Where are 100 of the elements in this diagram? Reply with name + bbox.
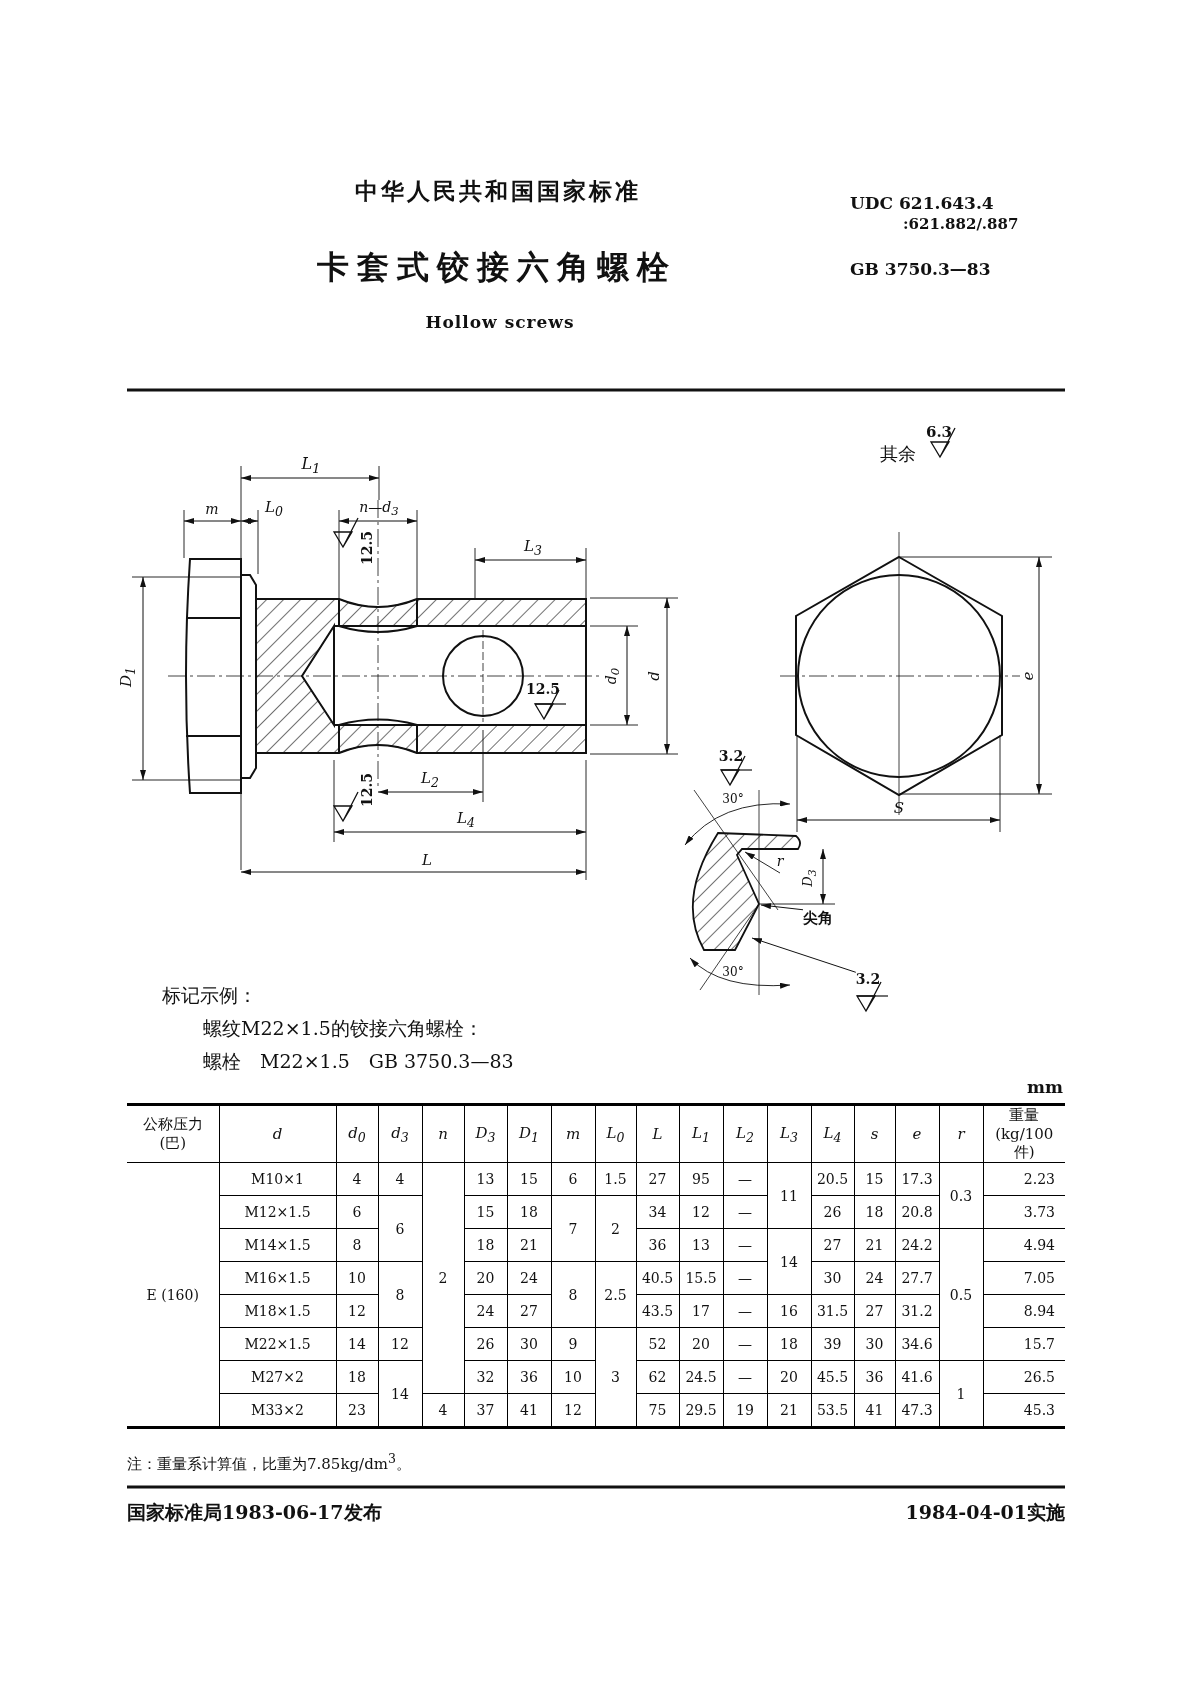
leader-line — [760, 903, 804, 911]
header-cell: 公称压力 (巴) — [127, 1104, 219, 1163]
effective-date: 1984-04-01实施 — [905, 1501, 1065, 1523]
table-cell: 24.5 — [679, 1360, 723, 1394]
table-cell: 24 — [854, 1261, 895, 1295]
table-cell: M22×1.5 — [219, 1327, 336, 1361]
marking-example-heading: 标记示例： — [162, 984, 257, 1006]
dimension-label: L$_{4}$ — [457, 810, 475, 830]
table-cell: 52 — [636, 1327, 679, 1361]
table-cell: M12×1.5 — [219, 1195, 336, 1229]
roughness-value: 3.2 — [718, 749, 744, 765]
header-cell: 重量 (kg/100件) — [983, 1104, 1065, 1163]
table-cell: 16 — [767, 1294, 811, 1328]
table-cell: 18 — [507, 1195, 551, 1229]
header-cell: d$_{0}$ — [336, 1104, 378, 1163]
table-cell: 17.3 — [895, 1162, 939, 1196]
table-cell: 26 — [464, 1327, 507, 1361]
table-cell: 24 — [507, 1261, 551, 1295]
table-cell: 20.5 — [811, 1162, 854, 1196]
table-cell: 12 — [679, 1195, 723, 1229]
table-cell: 2 — [422, 1162, 464, 1394]
dimension-label: L — [422, 851, 432, 869]
table-cell: 2.5 — [595, 1261, 636, 1328]
angle-label: 30° — [722, 966, 744, 980]
table-cell: 34 — [636, 1195, 679, 1229]
table-cell: 21 — [854, 1228, 895, 1262]
angle-label: 30° — [722, 793, 744, 807]
dimension-label: e — [1019, 671, 1037, 681]
unit-label: mm — [1027, 1077, 1063, 1097]
table-cell: 6 — [551, 1162, 595, 1196]
table-cell: 1 — [939, 1360, 983, 1428]
table-cell: 7 — [551, 1195, 595, 1262]
leader-line — [751, 937, 857, 973]
table-cell: 45.5 — [811, 1360, 854, 1394]
issue-date: 国家标准局1983-06-17发布 — [127, 1501, 382, 1523]
table-cell: 9 — [551, 1327, 595, 1361]
header-cell: L$_{2}$ — [723, 1104, 767, 1163]
callout-label: 3.2 — [855, 972, 881, 988]
dimension-label: S — [893, 799, 905, 817]
table-cell: 24 — [464, 1294, 507, 1328]
table-cell: 36 — [854, 1360, 895, 1394]
table-cell: 17 — [679, 1294, 723, 1328]
dimension-label: L$_{3}$ — [524, 538, 542, 558]
footnote: 注：重量系计算值，比重为7.85kg/dm$^{3}$。 — [127, 1451, 411, 1473]
roughness-value: 6.3 — [925, 423, 953, 441]
table-cell: 18 — [464, 1228, 507, 1262]
table-cell: M16×1.5 — [219, 1261, 336, 1295]
table-cell: M18×1.5 — [219, 1294, 336, 1328]
document-title: 卡套式铰接六角螺栓 — [317, 250, 677, 286]
sealing-detail-section-drawing — [684, 789, 801, 996]
table-cell: 13 — [464, 1162, 507, 1196]
table-cell: M14×1.5 — [219, 1228, 336, 1262]
header-cell: D$_{1}$ — [507, 1104, 551, 1163]
table-cell: 15 — [507, 1162, 551, 1196]
table-cell: 39 — [811, 1327, 854, 1361]
table-cell: 15 — [854, 1162, 895, 1196]
header-cell: L$_{1}$ — [679, 1104, 723, 1163]
table-cell: 14 — [336, 1327, 378, 1361]
table-cell: 15.5 — [679, 1261, 723, 1295]
table-cell: 4 — [378, 1162, 422, 1196]
header-cell: r — [939, 1104, 983, 1163]
header-cell: D$_{3}$ — [464, 1104, 507, 1163]
roughness-value: 12.5 — [525, 682, 561, 698]
header-cell: e — [895, 1104, 939, 1163]
udc-number: :621.882/.887 — [903, 215, 1019, 233]
table-cell: — — [723, 1162, 767, 1196]
table-cell: 3 — [595, 1327, 636, 1428]
dimension-label: L$_{0}$ — [265, 499, 283, 519]
table-cell: 27 — [811, 1228, 854, 1262]
table-cell: 30 — [854, 1327, 895, 1361]
header-cell: L$_{4}$ — [811, 1104, 854, 1163]
header-cell: n — [422, 1104, 464, 1163]
table-cell: 4 — [336, 1162, 378, 1196]
table-cell: 11 — [767, 1162, 811, 1229]
roughness-value: 12.5 — [360, 772, 376, 808]
table-cell: 27 — [636, 1162, 679, 1196]
table-cell: — — [723, 1360, 767, 1394]
table-cell: 18 — [767, 1327, 811, 1361]
table-cell: 20 — [464, 1261, 507, 1295]
table-cell: 36 — [507, 1360, 551, 1394]
header-cell: d — [219, 1104, 336, 1163]
english-title: Hollow screws — [425, 312, 575, 332]
header-cell: d$_{3}$ — [378, 1104, 422, 1163]
udc-number: UDC 621.643.4 — [850, 193, 994, 213]
table-cell: 18 — [336, 1360, 378, 1394]
dimension-label: L$_{2}$ — [421, 770, 439, 790]
table-cell: 0.5 — [939, 1228, 983, 1361]
table-cell: 95 — [679, 1162, 723, 1196]
table-cell: M10×1 — [219, 1162, 336, 1196]
header-cell: L$_{3}$ — [767, 1104, 811, 1163]
table-cell: 62 — [636, 1360, 679, 1394]
table-cell: 15 — [464, 1195, 507, 1229]
table-cell: 18 — [854, 1195, 895, 1229]
table-cell: 32 — [464, 1360, 507, 1394]
dimension-label: L$_{1}$ — [301, 455, 321, 477]
table-cell: — — [723, 1228, 767, 1262]
table-cell: 27 — [854, 1294, 895, 1328]
dimension-label: r — [776, 854, 784, 870]
table-cell: 8 — [551, 1261, 595, 1328]
table-cell: M27×2 — [219, 1360, 336, 1394]
